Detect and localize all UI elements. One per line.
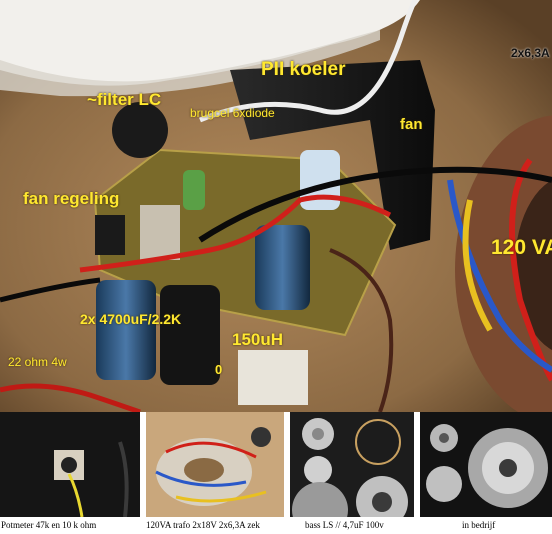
wire-black-2 [0, 277, 101, 303]
tweeter-bottom [426, 466, 462, 502]
wire-brown [329, 248, 394, 412]
thumb-trafo-drawing [146, 412, 284, 517]
label-fan-regeling: fan regeling [23, 189, 120, 208]
wire-blue [447, 179, 552, 373]
label-filter-lc: ~filter LC [87, 90, 162, 109]
toroid-transformer [455, 115, 552, 412]
main-photo: PII koeler ~filter LC brugcel 6xdiode fa… [0, 0, 552, 412]
label-caps: 2x 4700uF/2.2K [80, 311, 182, 327]
capacitor-1 [96, 280, 156, 380]
label-fan: fan [400, 116, 423, 133]
insulation-wool-shadow [0, 30, 380, 97]
knob-wire [67, 473, 84, 517]
trafo-wire-blue [155, 470, 247, 487]
thumb-trafo [146, 412, 284, 517]
filter-coil [112, 102, 168, 158]
crossover-ring [355, 419, 401, 465]
heatsink [230, 60, 435, 250]
wire-red-1 [79, 194, 392, 273]
label-brugcel: brugcel 6xdiode [190, 106, 275, 120]
woofer-1 [292, 482, 348, 517]
knob-shaft [61, 457, 77, 473]
thumb-potmeter-drawing [0, 412, 140, 517]
label-trafo-spec: 2x6,3A [511, 46, 550, 60]
thumb-in-bedrijf-drawing [420, 412, 552, 517]
tweeter-top-center [439, 433, 449, 443]
woofer-2-center [372, 492, 392, 512]
insulation-wool [0, 0, 420, 86]
trafo-center [184, 458, 224, 482]
capacitor-2 [160, 285, 220, 385]
label-pii-koeler: PII koeler [261, 59, 346, 80]
label-120va: 120 VA [491, 236, 552, 259]
thumb-wire-dark [118, 441, 129, 517]
trafo-fuse [251, 427, 271, 447]
thumb-potmeter [0, 412, 140, 517]
capacitor-3 [255, 225, 310, 310]
main-photo-drawing [0, 0, 552, 412]
tweeter-2 [304, 456, 332, 484]
trafo-wire-red [165, 441, 257, 459]
label-zero: 0 [215, 362, 223, 377]
wire-black-1 [198, 166, 552, 243]
green-resistor [183, 170, 205, 210]
trafo-wire-yellow [175, 490, 267, 503]
thumb-bass-drawing [290, 412, 414, 517]
thumb-in-bedrijf [420, 412, 552, 517]
caption-bass: bass LS // 4,7uF 100v [305, 520, 384, 530]
wire-red-2 [0, 383, 141, 412]
caption-in-bedrijf: in bedrijf [462, 520, 496, 530]
inductor-coil [238, 350, 308, 405]
label-resistor: 22 ohm 4w [8, 355, 67, 369]
chip-2 [95, 215, 125, 255]
caption-potmeter: Potmeter 47k en 10 k ohm [1, 520, 97, 530]
tweeter-1-center [312, 428, 324, 440]
wire-yellow [462, 199, 493, 332]
wire-white [199, 0, 418, 123]
caption-trafo: 120VA trafo 2x18V 2x6,3A zek [146, 520, 260, 530]
chip-1 [140, 205, 180, 260]
label-coil: 150uH [232, 330, 284, 349]
woofer-main-center [499, 459, 517, 477]
thumb-bass [290, 412, 414, 517]
